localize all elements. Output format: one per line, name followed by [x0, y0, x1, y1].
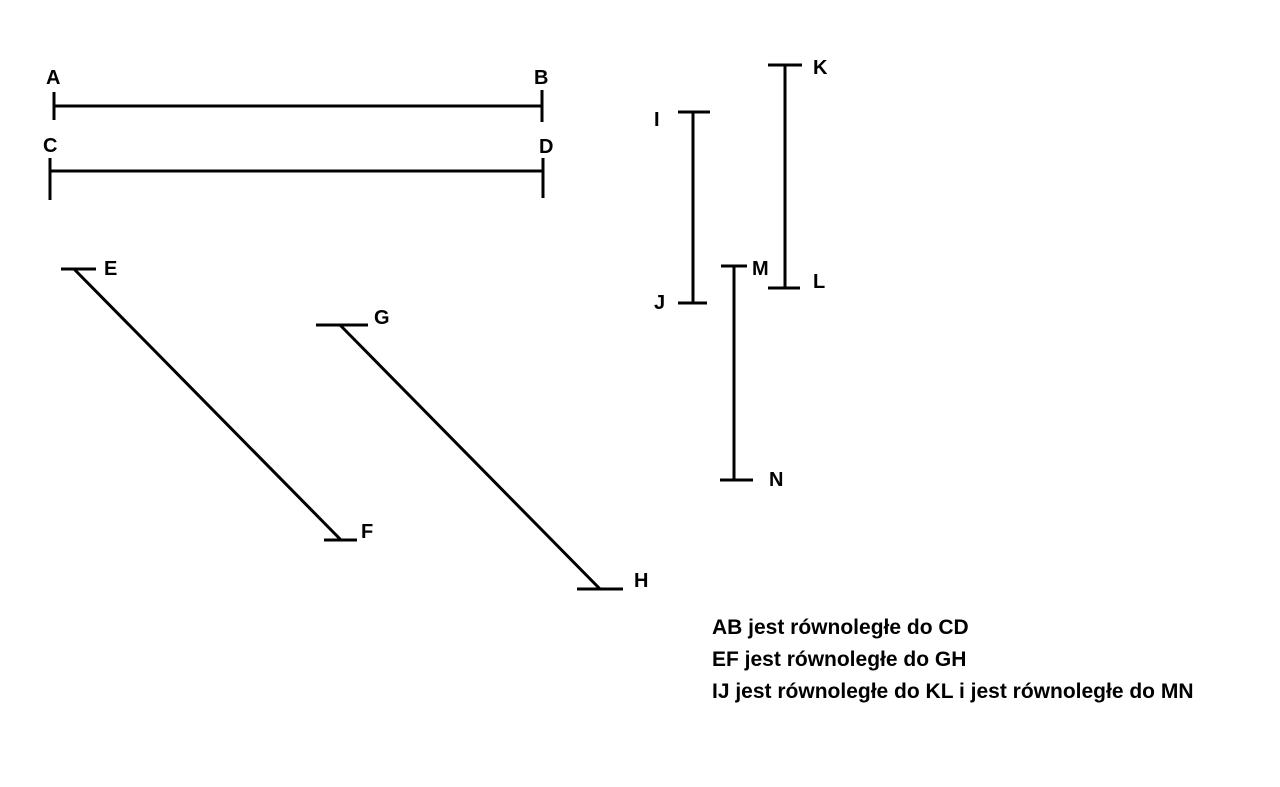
- point-label-e: E: [104, 258, 117, 280]
- point-label-k: K: [813, 57, 828, 79]
- segment-ij: [678, 110, 710, 305]
- point-label-i: I: [654, 109, 660, 131]
- statement-ef-gh: EF jest równoległe do GH: [712, 648, 967, 671]
- segment-gh: [316, 323, 623, 591]
- point-label-a: A: [46, 67, 60, 89]
- point-label-m: M: [752, 258, 769, 280]
- segment-ef: [61, 267, 357, 542]
- segment-kl: [768, 63, 802, 290]
- point-label-j: J: [654, 292, 665, 314]
- point-label-n: N: [769, 469, 783, 491]
- segment-ab: [52, 90, 544, 122]
- point-label-f: F: [361, 521, 373, 543]
- point-label-b: B: [534, 67, 548, 89]
- point-label-h: H: [634, 570, 648, 592]
- point-label-c: C: [43, 135, 57, 157]
- segment-mn: [720, 264, 753, 482]
- point-label-l: L: [813, 271, 825, 293]
- point-label-d: D: [539, 136, 553, 158]
- statement-ab-cd: AB jest równoległe do CD: [712, 616, 969, 639]
- statement-ij-kl-mn: IJ jest równoległe do KL i jest równoleg…: [712, 680, 1194, 703]
- segment-cd: [48, 158, 545, 200]
- point-label-g: G: [374, 307, 390, 329]
